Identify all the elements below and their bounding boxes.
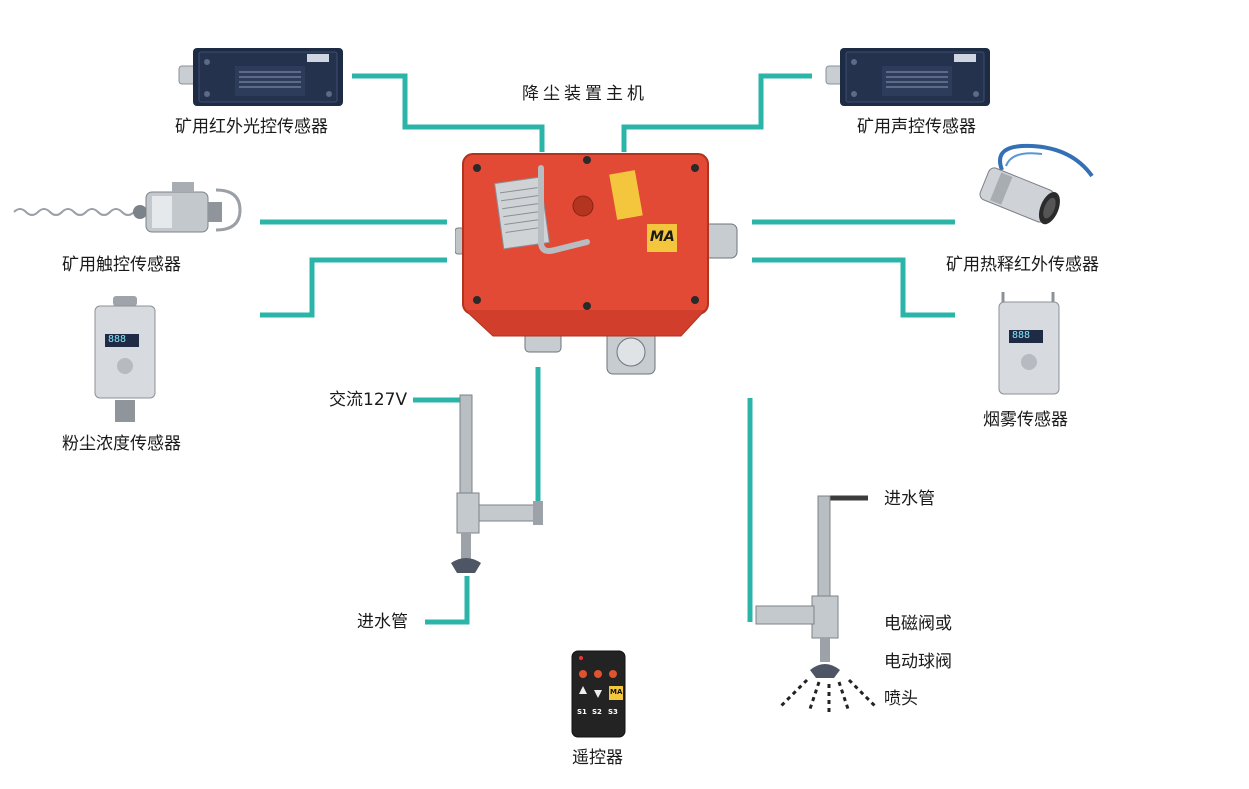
ir-light-sensor-label: 矿用红外光控传感器 xyxy=(175,117,328,137)
water-inlet-left-label: 进水管 xyxy=(357,612,408,632)
left-pipe-assembly xyxy=(451,394,543,573)
dust-sensor-device: 888 xyxy=(93,296,157,426)
valve-label-line1: 电磁阀或 xyxy=(884,614,952,634)
touch-sensor-label: 矿用触控传感器 xyxy=(62,255,181,275)
remote-control-device: MA S1 S2 S3 xyxy=(571,650,626,738)
wire-smoke xyxy=(752,257,955,318)
wire-sound xyxy=(621,73,812,152)
main-unit-box: MA xyxy=(454,150,740,380)
ir-light-sensor-device xyxy=(178,48,343,106)
ac-power-label: 交流127V xyxy=(329,390,408,410)
valve-label-line2: 电动球阀 xyxy=(884,652,952,672)
remote-key-s1: S1 xyxy=(577,708,587,716)
smoke-sensor-label: 烟雾传感器 xyxy=(983,410,1068,430)
pyro-ir-sensor-label: 矿用热释红外传感器 xyxy=(946,255,1099,275)
smoke-sensor-display: 888 xyxy=(1012,330,1031,341)
wire-left-inlet xyxy=(425,576,470,625)
nozzle-label: 喷头 xyxy=(884,689,918,709)
pyro-ir-sensor-device xyxy=(979,143,1094,225)
sound-sensor-label: 矿用声控传感器 xyxy=(857,117,976,137)
dust-sensor-label: 粉尘浓度传感器 xyxy=(62,434,181,454)
remote-label: 遥控器 xyxy=(572,748,623,768)
right-pipe-assembly xyxy=(755,495,868,678)
smoke-sensor-device: 888 xyxy=(997,290,1061,400)
dust-sensor-display: 888 xyxy=(108,334,127,345)
sound-sensor-device xyxy=(825,48,990,106)
main-unit-badge: MA xyxy=(650,229,675,245)
remote-key-s3: S3 xyxy=(608,708,618,716)
water-inlet-right-label: 进水管 xyxy=(884,489,935,509)
touch-sensor-device xyxy=(13,182,242,233)
remote-key-s2: S2 xyxy=(592,708,602,716)
main-unit-label: 降尘装置主机 xyxy=(522,84,648,104)
spray-lines xyxy=(779,678,877,714)
remote-badge: MA xyxy=(610,688,623,696)
wire-dust xyxy=(260,257,447,318)
wire-ir-light xyxy=(352,73,545,152)
